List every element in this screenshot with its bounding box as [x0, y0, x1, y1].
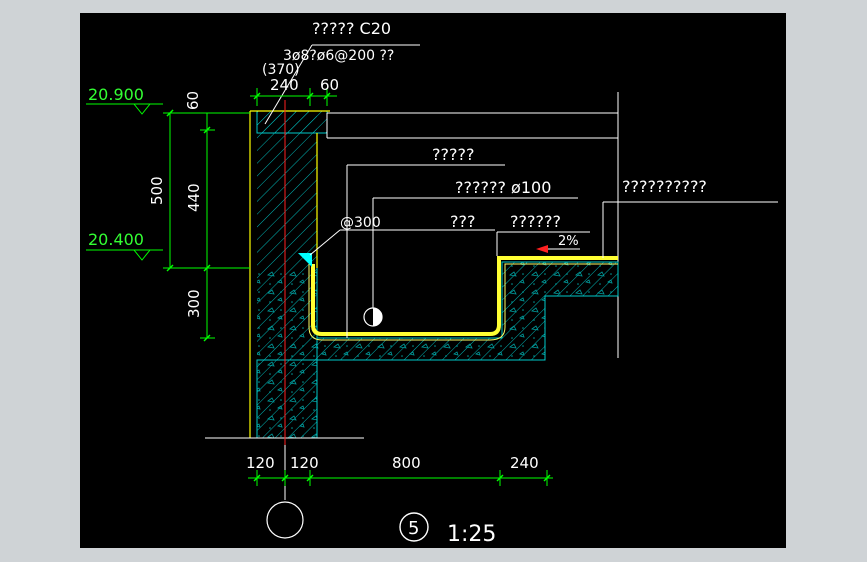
note-top2: 3ø8?ø6@200 ?? [283, 48, 394, 64]
slope-label: 2% [558, 234, 579, 249]
note-a: ????? [432, 145, 474, 164]
note-e: ?????? [510, 212, 561, 231]
thickness-label: (370) [262, 62, 300, 78]
scale-label: 1:25 [447, 522, 496, 547]
wall-outline [249, 110, 330, 438]
waterproof-membrane [311, 256, 618, 336]
note-b: ?????? ø100 [455, 178, 551, 197]
axis-bubble [266, 501, 304, 539]
coping-beam [256, 110, 328, 134]
dim-left-60: 60 [184, 91, 202, 110]
brick-wall [257, 111, 317, 438]
dim-top-60: 60 [320, 76, 339, 94]
spacing-label: @300 [340, 215, 381, 231]
detail-number-circle [399, 512, 429, 542]
dim-bottom-120a: 120 [246, 454, 275, 472]
elevation-lower: 20.400 [88, 230, 144, 249]
dim-left-300: 300 [185, 289, 203, 318]
elevation-upper: 20.900 [88, 85, 144, 104]
dim-left-500: 500 [148, 176, 166, 205]
note-d: ??? [450, 212, 475, 231]
dim-bottom-120b: 120 [290, 454, 319, 472]
roof-beam [326, 112, 619, 139]
cad-drawing-canvas: ????? C20 3ø8?ø6@200 ?? (370) 240 60 20.… [80, 13, 786, 548]
dimension-lines [86, 88, 553, 486]
dim-bottom-240: 240 [510, 454, 539, 472]
dim-left-440: 440 [185, 183, 203, 212]
dim-top-240: 240 [270, 76, 299, 94]
note-top1: ????? C20 [312, 19, 391, 38]
dim-bottom-800: 800 [392, 454, 421, 472]
detail-number: 5 [408, 518, 419, 539]
note-c: ?????????? [622, 177, 707, 196]
